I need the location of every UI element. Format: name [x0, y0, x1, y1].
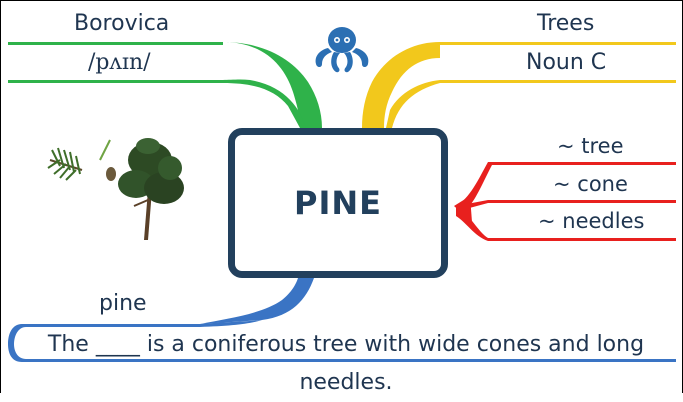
answer-label: pine: [99, 291, 147, 316]
red-branch: [454, 162, 676, 241]
octopus-icon: [315, 27, 369, 73]
definition-text: The ____ is a coniferous tree with wide …: [47, 332, 645, 395]
blue-branch: [8, 278, 676, 362]
center-word: PINE: [294, 184, 382, 222]
collocation-needles: ~ needles: [538, 209, 645, 233]
green-branch: [8, 42, 322, 128]
center-word-box: PINE: [228, 128, 448, 278]
yellow-branch: [362, 42, 676, 128]
grammar-label: Noun C: [526, 50, 607, 75]
pine-branch-illustration: [47, 139, 116, 181]
category-label: Trees: [537, 11, 595, 36]
collocation-cone: ~ cone: [553, 172, 628, 196]
collocation-tree: ~ tree: [557, 134, 624, 158]
ipa-label: /pʌɪn/: [88, 50, 151, 75]
translation-label: Borovica: [74, 11, 170, 36]
pine-tree-illustration: [118, 138, 184, 240]
